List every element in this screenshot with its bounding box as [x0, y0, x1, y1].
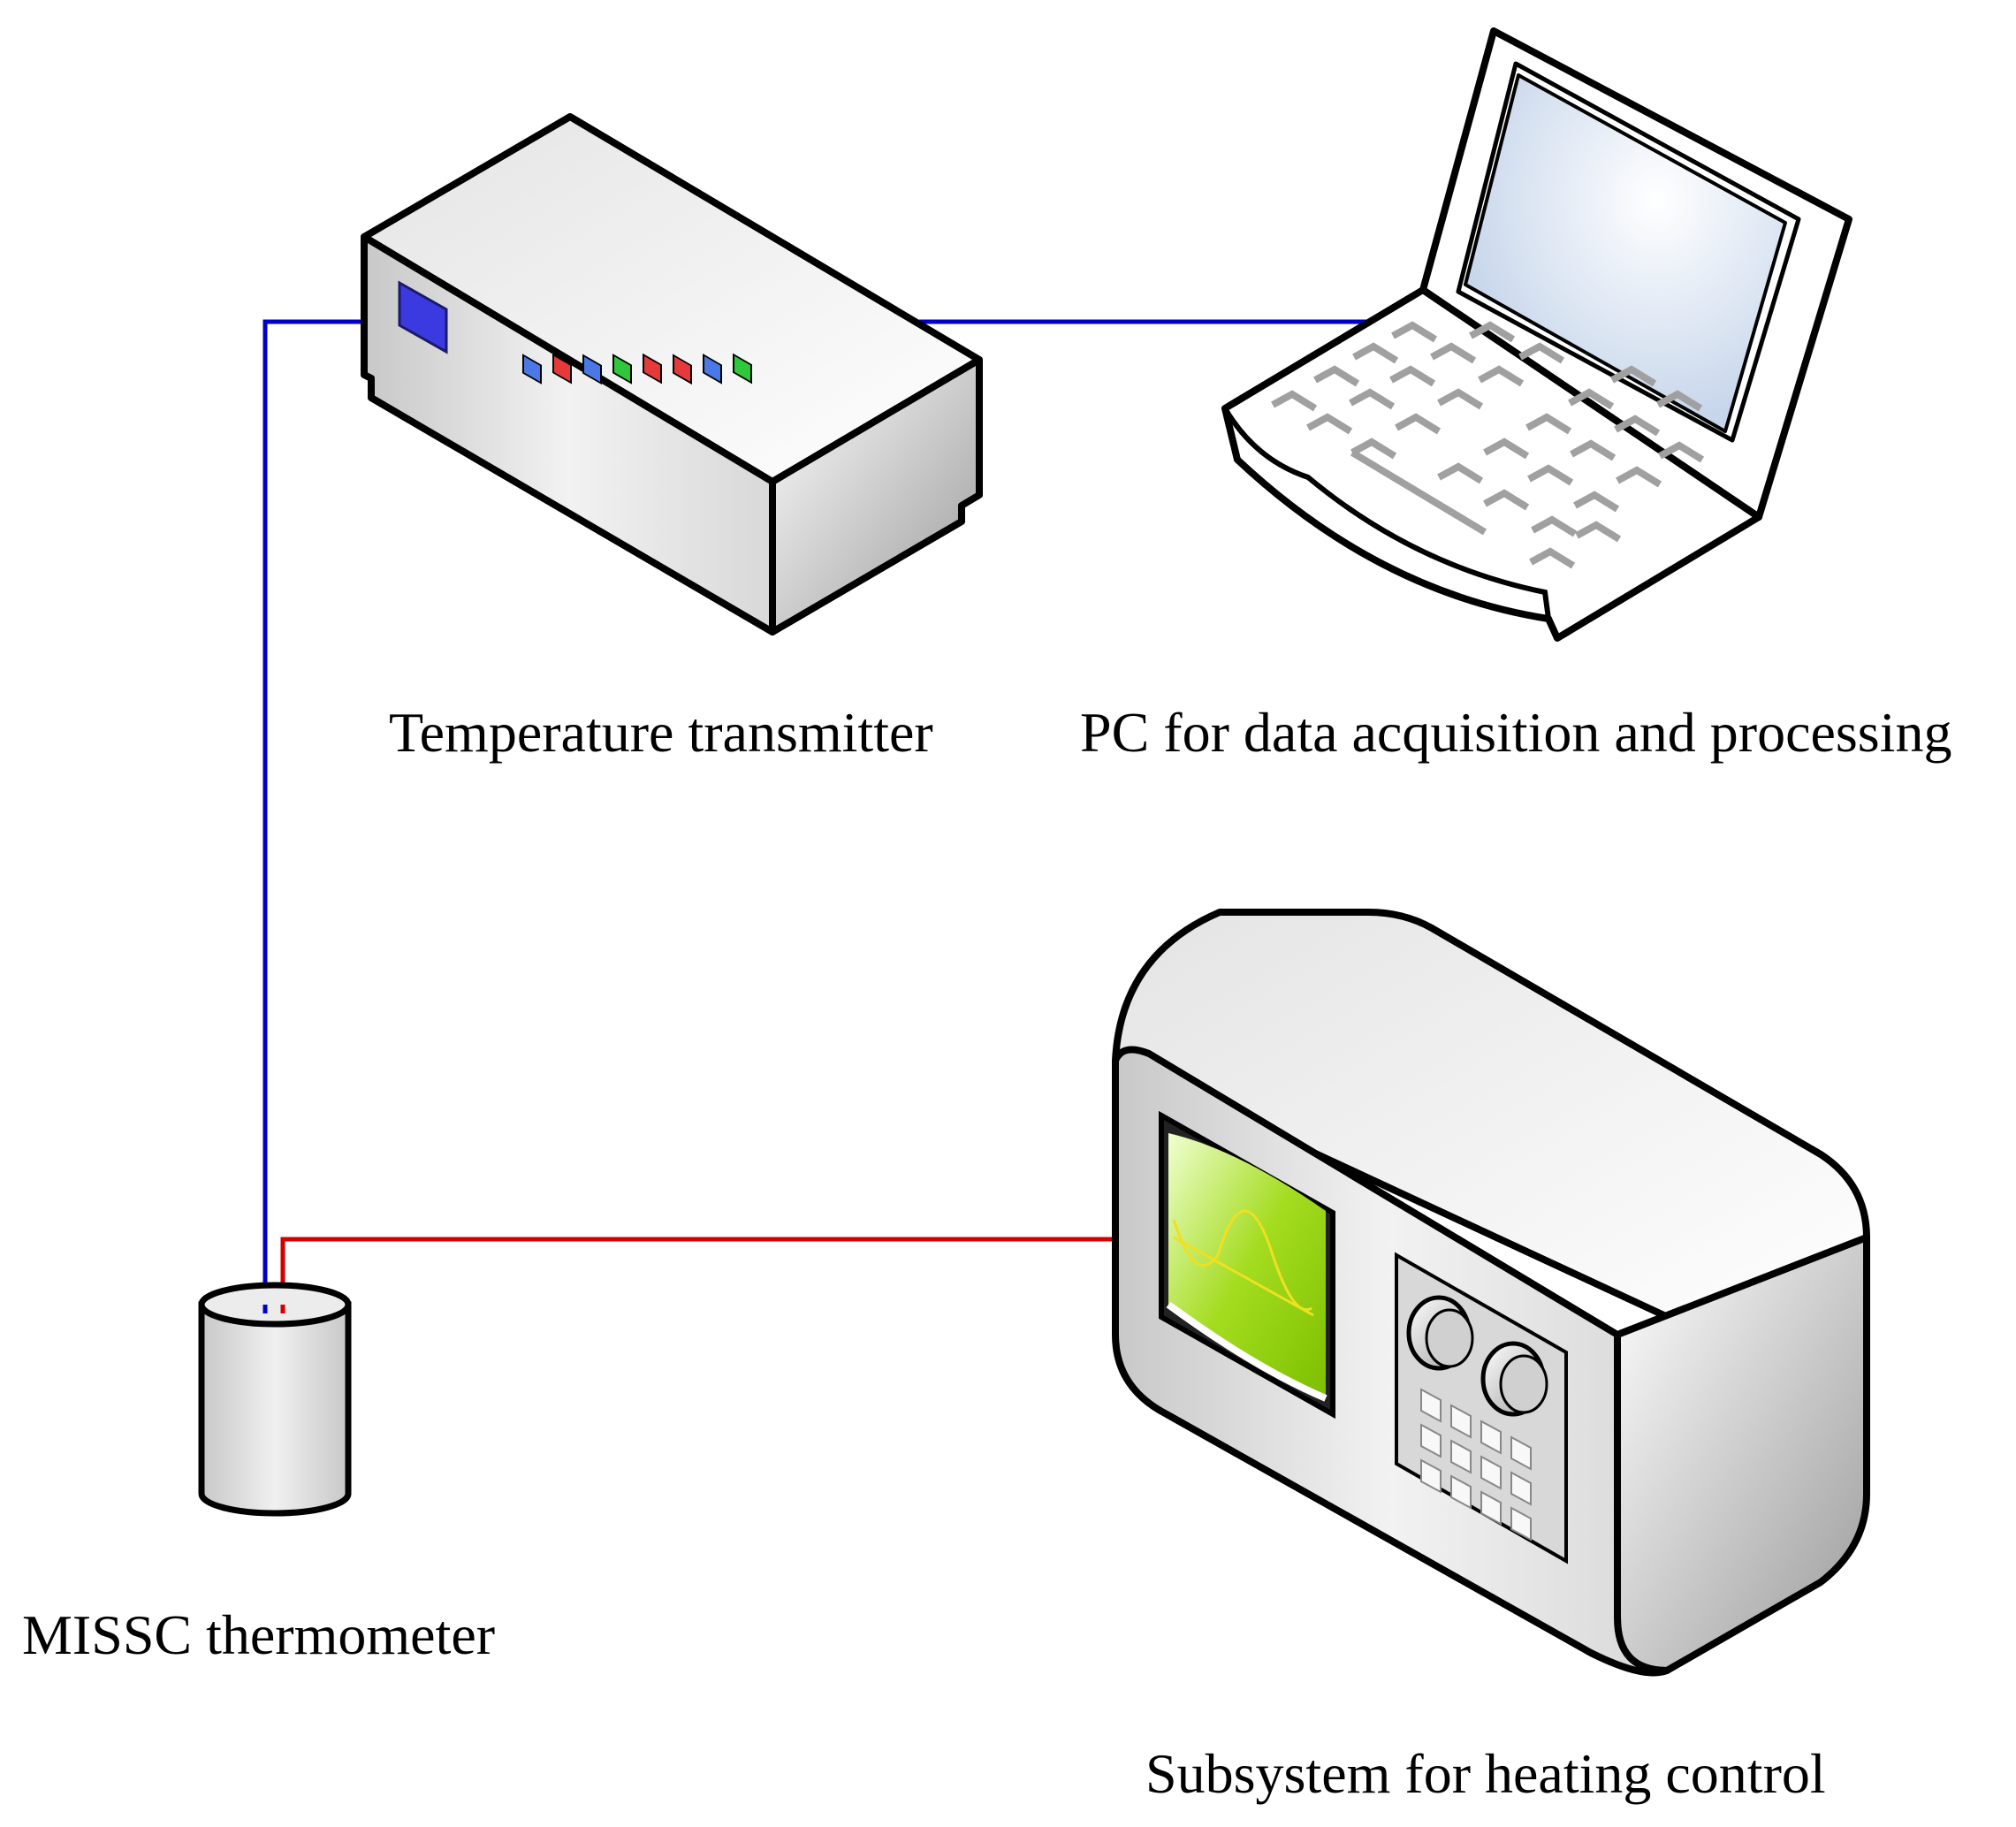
- thermometer-icon: [198, 1282, 352, 1517]
- heating-keypad: [1420, 1388, 1532, 1542]
- heating-controller-icon: [1112, 909, 1870, 1677]
- laptop-keyboard: [1271, 321, 1705, 569]
- transmitter-display: [398, 280, 448, 354]
- transmitter-label: Temperature transmitter: [389, 701, 933, 764]
- led-7: [703, 353, 722, 384]
- heating-control-label: Subsystem for heating control: [1145, 1742, 1826, 1805]
- transmitter-icon: [361, 113, 983, 636]
- led-8: [733, 353, 752, 384]
- laptop-screen: [1464, 73, 1787, 433]
- led-6: [673, 354, 692, 385]
- led-5: [643, 353, 662, 384]
- heating-knobs: [1406, 1295, 1548, 1417]
- signal-wire-thermometer-transmitter: [262, 319, 362, 1308]
- led-1: [522, 354, 542, 384]
- heating-wire-thermometer-controller: [280, 1237, 1115, 1308]
- pc-label: PC for data acquisition and processing: [1080, 701, 1952, 764]
- led-4: [612, 354, 632, 384]
- transmitter-leds: [522, 353, 752, 385]
- led-2: [552, 353, 572, 384]
- led-3: [582, 354, 602, 385]
- heating-screen-waveform: [1172, 1209, 1312, 1312]
- laptop-icon: [1221, 27, 1852, 642]
- thermometer-label: MISSC thermometer: [22, 1603, 496, 1666]
